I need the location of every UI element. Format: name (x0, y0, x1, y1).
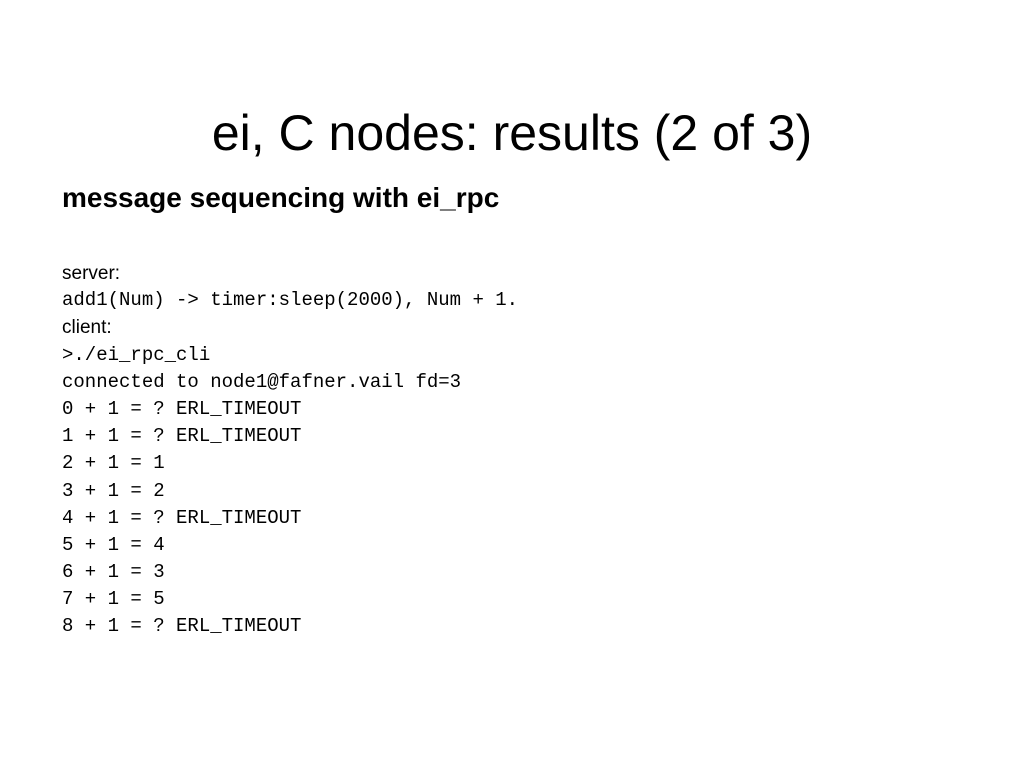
slide-title: ei, C nodes: results (2 of 3) (211, 105, 813, 161)
client-output-line: >./ei_rpc_cli (62, 343, 211, 366)
client-output-line: 3 + 1 = 2 (62, 479, 165, 502)
client-output-line: 6 + 1 = 3 (62, 561, 165, 584)
client-output-line: 5 + 1 = 4 (62, 533, 165, 556)
client-output-line: connected to node1@fafner.vail fd=3 (62, 370, 462, 393)
slide-subtitle: message sequencing with ei_rpc (62, 182, 500, 213)
client-label: client: (62, 317, 112, 339)
slide-body: server: add1(Num) -> timer:sleep(2000), … (62, 260, 1002, 641)
server-label: server: (62, 263, 121, 284)
client-output-line: 1 + 1 = ? ERL_TIMEOUT (62, 425, 302, 448)
client-output-line: 2 + 1 = 1 (62, 452, 165, 475)
server-code-line: add1(Num) -> timer:sleep(2000), Num + 1. (62, 289, 519, 312)
client-output-line: 4 + 1 = ? ERL_TIMEOUT (62, 506, 302, 529)
client-output-line: 7 + 1 = 5 (62, 588, 165, 611)
client-output-line: 0 + 1 = ? ERL_TIMEOUT (62, 397, 302, 420)
client-output-line: 8 + 1 = ? ERL_TIMEOUT (62, 615, 302, 638)
